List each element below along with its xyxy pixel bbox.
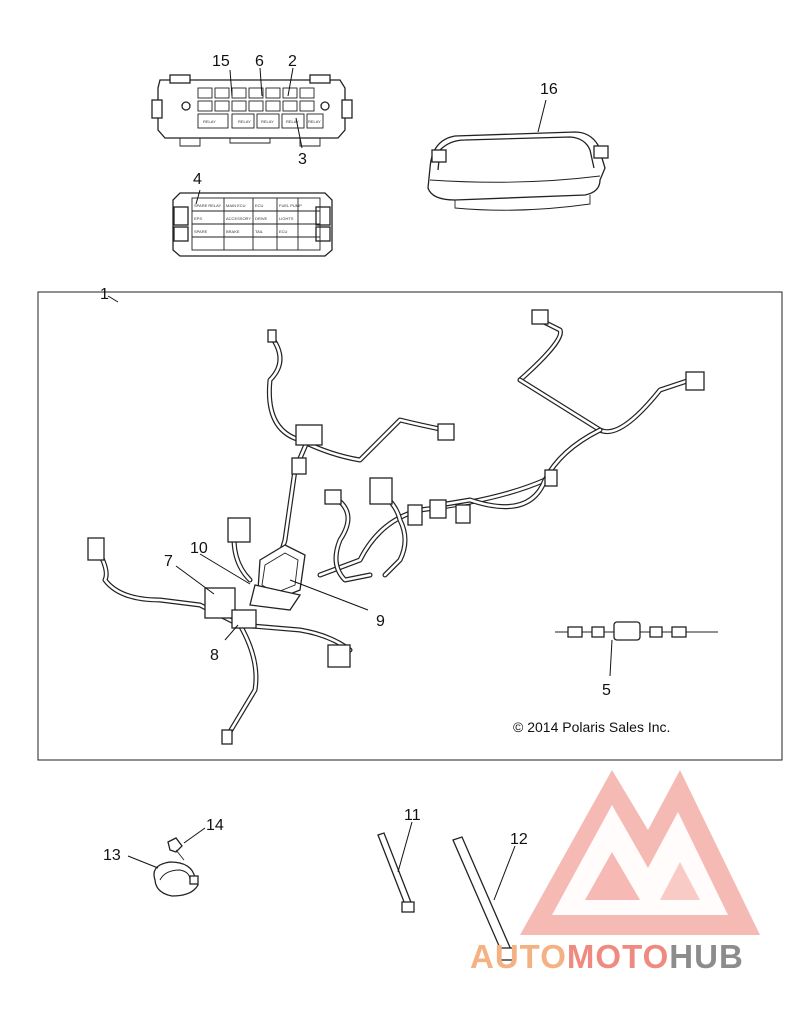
fuse-label: LIGHTS <box>279 216 294 221</box>
relay-label: RELAY <box>238 119 251 124</box>
fuse-label: ECU <box>279 229 288 234</box>
callout-13: 13 <box>103 847 121 864</box>
harness-fuse-box <box>249 544 306 611</box>
fuse-label: ACCESSORY <box>226 216 251 221</box>
wire-harness <box>92 317 693 743</box>
callout-4: 4 <box>193 171 202 188</box>
relay-label: RELAY <box>308 119 321 124</box>
fuse-label: SPARE <box>194 229 208 234</box>
fuse-label: MAIN ECU <box>226 203 246 208</box>
callout-15: 15 <box>212 53 230 70</box>
fuse-label: FUEL PUMP <box>279 203 302 208</box>
harness-frame <box>37 291 783 761</box>
fuse-label: SPARE RELAY <box>194 203 222 208</box>
relay-label: RELAY <box>286 119 299 124</box>
fuse-box-top: RELAY RELAY RELAY RELAY RELAY <box>151 74 353 147</box>
harness-connectors <box>87 309 705 745</box>
callout-1: 1 <box>100 286 109 303</box>
electronic-module <box>427 131 609 211</box>
watermark-text: AUTOMOTOHUB <box>470 938 744 975</box>
callout-11: 11 <box>404 807 421 824</box>
watermark-moto: MOTO <box>567 938 669 975</box>
callout-10: 10 <box>190 540 208 557</box>
callout-16: 16 <box>540 81 558 98</box>
watermark-auto: AUTO <box>470 938 567 975</box>
callouts: 15 6 2 3 4 16 1 10 7 8 9 5 11 12 13 14 <box>100 53 611 864</box>
inline-fuse-holder <box>555 621 718 641</box>
callout-2: 2 <box>288 53 297 70</box>
callout-7: 7 <box>164 553 173 570</box>
fuse-label: ECU <box>255 203 264 208</box>
callout-8: 8 <box>210 647 219 664</box>
fuse-label: EPS <box>194 216 202 221</box>
cable-ties <box>377 832 515 961</box>
callout-3: 3 <box>298 151 307 168</box>
copyright-text: © 2014 Polaris Sales Inc. <box>513 719 670 735</box>
callout-14: 14 <box>206 817 224 834</box>
fuse-label: DRIVE <box>255 216 268 221</box>
callout-9: 9 <box>376 613 385 630</box>
callout-12: 12 <box>510 831 528 848</box>
fuse-label: BRAKE <box>226 229 240 234</box>
callout-5: 5 <box>602 682 611 699</box>
fuse-rows: RELAY RELAY RELAY RELAY RELAY <box>197 87 324 129</box>
callout-6: 6 <box>255 53 264 70</box>
leader-lines <box>107 67 613 901</box>
fuse-box-cover: SPARE RELAY MAIN ECU ECU FUEL PUMP EPS A… <box>172 192 333 257</box>
fuse-label: TAIL <box>255 229 264 234</box>
clamp-and-bolt <box>153 837 199 897</box>
watermark-logo <box>520 770 760 935</box>
relay-label: RELAY <box>261 119 274 124</box>
watermark-hub: HUB <box>669 938 744 975</box>
relay-label: RELAY <box>203 119 216 124</box>
